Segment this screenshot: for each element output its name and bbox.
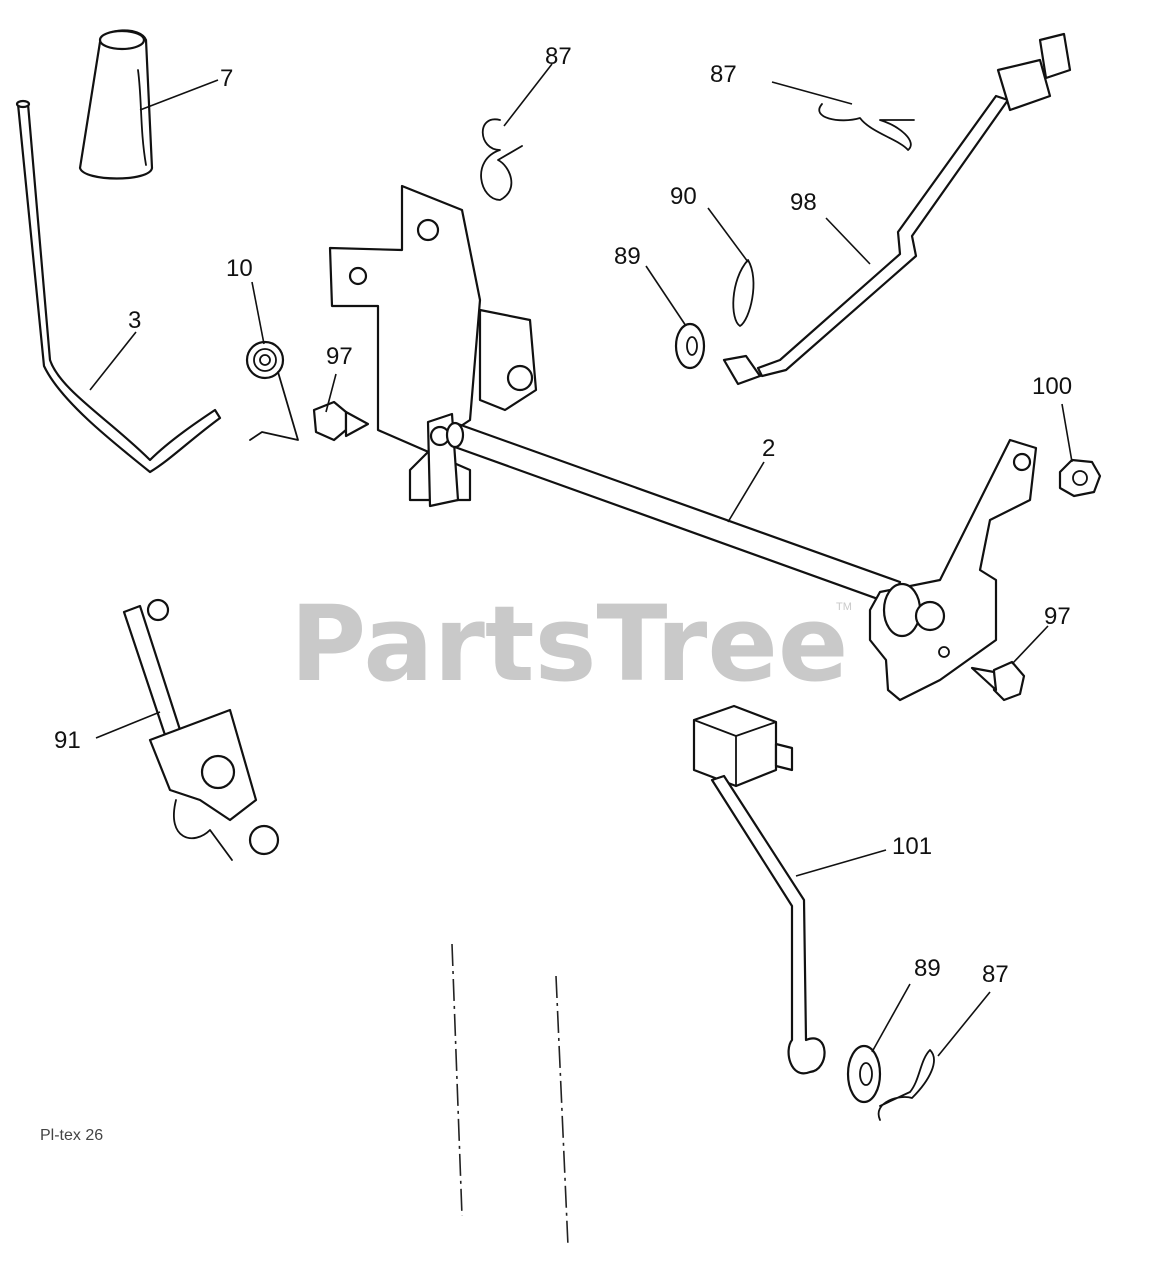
callout-2[interactable]: 2: [762, 435, 775, 462]
callout-89-lower[interactable]: 89: [914, 955, 941, 982]
lever-assembly-part[interactable]: [122, 598, 280, 861]
callout-labels: 7 87 87 90 98 89 10 3 97 100 2 97 91 101…: [54, 43, 1072, 988]
callout-7[interactable]: 7: [220, 65, 233, 92]
callout-87-top[interactable]: 87: [545, 43, 572, 70]
watermark-text: PartsTree: [290, 583, 848, 705]
lift-arm-bracket[interactable]: [868, 438, 1038, 702]
callout-87-rod[interactable]: 87: [710, 61, 737, 88]
torsion-spring-part[interactable]: [245, 340, 299, 441]
callout-10[interactable]: 10: [226, 255, 253, 282]
adjustment-rod-part[interactable]: [722, 32, 1072, 386]
hairpin-clip-part-a[interactable]: [480, 118, 523, 201]
diagram-code: Pl-tex 26: [40, 1127, 103, 1144]
watermark-trademark: TM: [836, 601, 852, 613]
centerline-marks: [451, 943, 569, 1247]
bolt-lower-part[interactable]: [970, 660, 1026, 702]
callout-91[interactable]: 91: [54, 727, 81, 754]
hairpin-clip-part-b[interactable]: [818, 103, 915, 151]
callout-101[interactable]: 101: [892, 833, 932, 860]
callout-97-lower[interactable]: 97: [1044, 603, 1071, 630]
leader-lines: [89, 63, 1073, 1057]
handle-grip-part[interactable]: [78, 29, 154, 180]
cross-shaft-part[interactable]: [445, 421, 902, 606]
washer-part-b[interactable]: [846, 1044, 882, 1104]
hairpin-clip-part-c[interactable]: [877, 1049, 935, 1121]
callout-3[interactable]: 3: [128, 307, 141, 334]
lift-link-part[interactable]: [692, 704, 826, 1075]
lift-rod-part[interactable]: [15, 99, 222, 474]
callout-97-upper[interactable]: 97: [326, 343, 353, 370]
callout-87-lower[interactable]: 87: [982, 961, 1009, 988]
callout-89-upper[interactable]: 89: [614, 243, 641, 270]
hex-nut-part[interactable]: [1058, 458, 1102, 498]
washer-part-a[interactable]: [674, 322, 706, 370]
bolt-upper-part[interactable]: [312, 400, 370, 442]
retainer-clip-part[interactable]: [732, 259, 755, 327]
callout-98[interactable]: 98: [790, 189, 817, 216]
callout-100[interactable]: 100: [1032, 373, 1072, 400]
callout-90[interactable]: 90: [670, 183, 697, 210]
